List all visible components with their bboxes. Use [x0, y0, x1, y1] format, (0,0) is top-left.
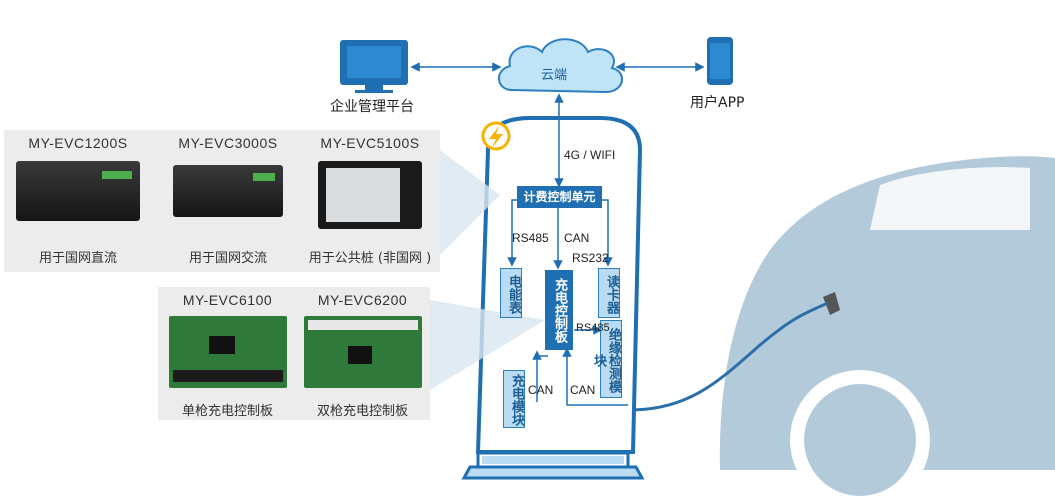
product-usage: 用于国网直流 [38, 251, 117, 266]
rs485-label: RS485 [576, 322, 610, 334]
product-model: MY-EVC6200 [317, 292, 408, 308]
connector-arrows [410, 62, 705, 406]
billing-control-unit: 计费控制单元 [517, 186, 602, 208]
product-card: MY-EVC1200S 用于国网直流 [8, 135, 148, 266]
can-label: CAN [570, 383, 596, 397]
pillar-base [461, 451, 645, 480]
enterprise-platform-label: 企业管理平台 [330, 99, 414, 115]
charging-cable [629, 301, 829, 412]
charge-control-board: 充电控制板 [545, 270, 573, 350]
monitor-icon [340, 40, 408, 93]
lightning-icon [481, 121, 511, 151]
touchscreen-image [318, 161, 422, 229]
product-card: MY-EVC6100 单枪充电控制板 [160, 292, 295, 419]
meter-box: 电能表 [500, 268, 522, 318]
cloud-icon [498, 38, 623, 94]
product-card: MY-EVC3000S 用于国网交流 [158, 135, 298, 266]
can-label: CAN [528, 383, 554, 397]
product-model: MY-EVC1200S [28, 135, 128, 151]
product-usage: 双枪充电控制板 [316, 404, 408, 419]
card-reader-box: 读卡器 [598, 268, 620, 318]
product-usage: 用于公共桩 (非国网 ) [308, 251, 432, 266]
phone-icon [707, 37, 733, 85]
controller-box-image [16, 161, 140, 221]
product-card: MY-EVC6200 双枪充电控制板 [295, 292, 430, 419]
controller-box-image [173, 165, 283, 217]
product-card: MY-EVC5100S 用于公共桩 (非国网 ) [300, 135, 440, 266]
circuit-board-image [168, 316, 287, 388]
circuit-board-image [303, 316, 422, 388]
product-usage: 用于国网交流 [188, 251, 267, 266]
rs232-label: RS232 [572, 251, 609, 265]
charge-module-box: 充电模块 [503, 370, 525, 428]
cloud-label: 云端 [541, 68, 568, 83]
can-label: CAN [564, 231, 590, 245]
insulation-detect-box: 绝缘检测模块 [591, 320, 622, 398]
network-link-label: 4G / WIFI [564, 148, 616, 162]
rs485-label: RS485 [512, 231, 549, 245]
car-silhouette [719, 156, 1055, 500]
product-model: MY-EVC6100 [182, 292, 273, 308]
product-usage: 单枪充电控制板 [181, 404, 273, 419]
product-model: MY-EVC3000S [178, 135, 278, 151]
product-model: MY-EVC5100S [320, 135, 420, 151]
user-app-label: 用户APP [690, 95, 745, 111]
